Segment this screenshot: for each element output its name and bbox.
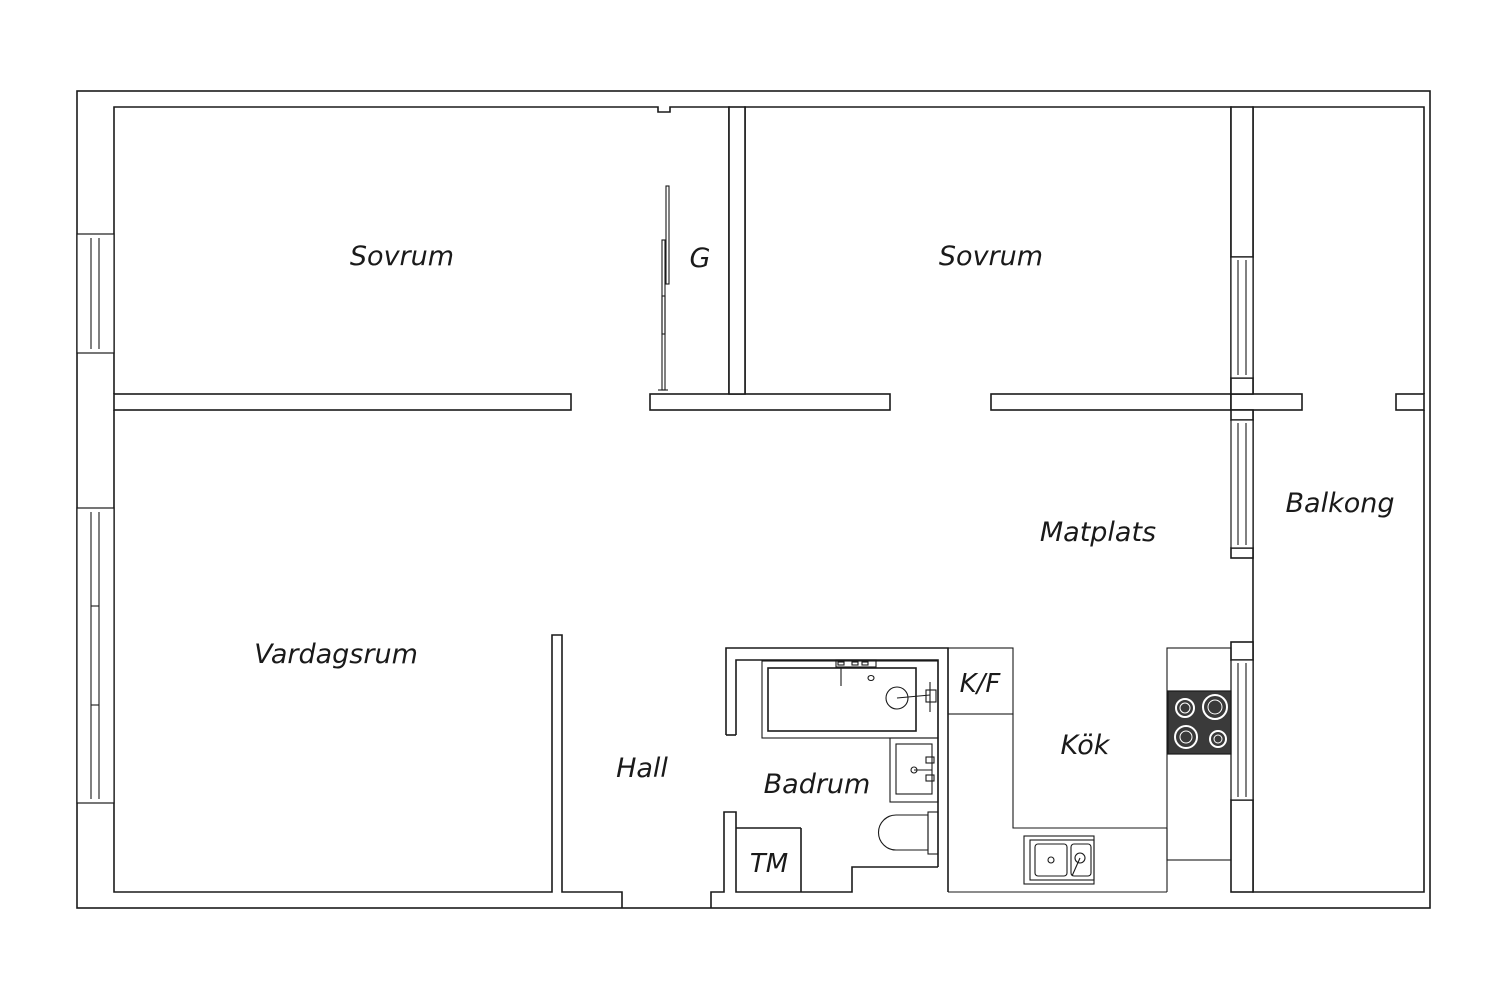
room-labels: Sovrum G Sovrum Matplats Balkong Vardags… — [254, 241, 1394, 879]
washbasin — [889, 737, 939, 803]
label-bathroom: Badrum — [764, 769, 871, 800]
outer-walls — [76, 90, 1431, 909]
bathtub — [761, 659, 939, 739]
label-dining: Matplats — [1040, 517, 1156, 548]
windows — [76, 233, 1254, 804]
label-living-room: Vardagsrum — [254, 639, 418, 670]
label-kitchen: Kök — [1061, 730, 1111, 761]
label-hall: Hall — [616, 753, 668, 784]
label-closet: G — [690, 243, 711, 274]
interior-walls — [113, 106, 1425, 893]
label-bedroom-right: Sovrum — [939, 241, 1043, 272]
stove — [1167, 690, 1232, 755]
closet-doors — [658, 185, 670, 391]
label-balcony: Balkong — [1286, 488, 1395, 519]
kitchen-counters — [947, 647, 1232, 893]
label-fridge-freezer: K/F — [960, 669, 1002, 699]
kitchen-sink — [1023, 835, 1095, 885]
label-laundry: TM — [750, 849, 788, 879]
label-bedroom-left: Sovrum — [350, 241, 454, 272]
toilet — [877, 811, 939, 855]
